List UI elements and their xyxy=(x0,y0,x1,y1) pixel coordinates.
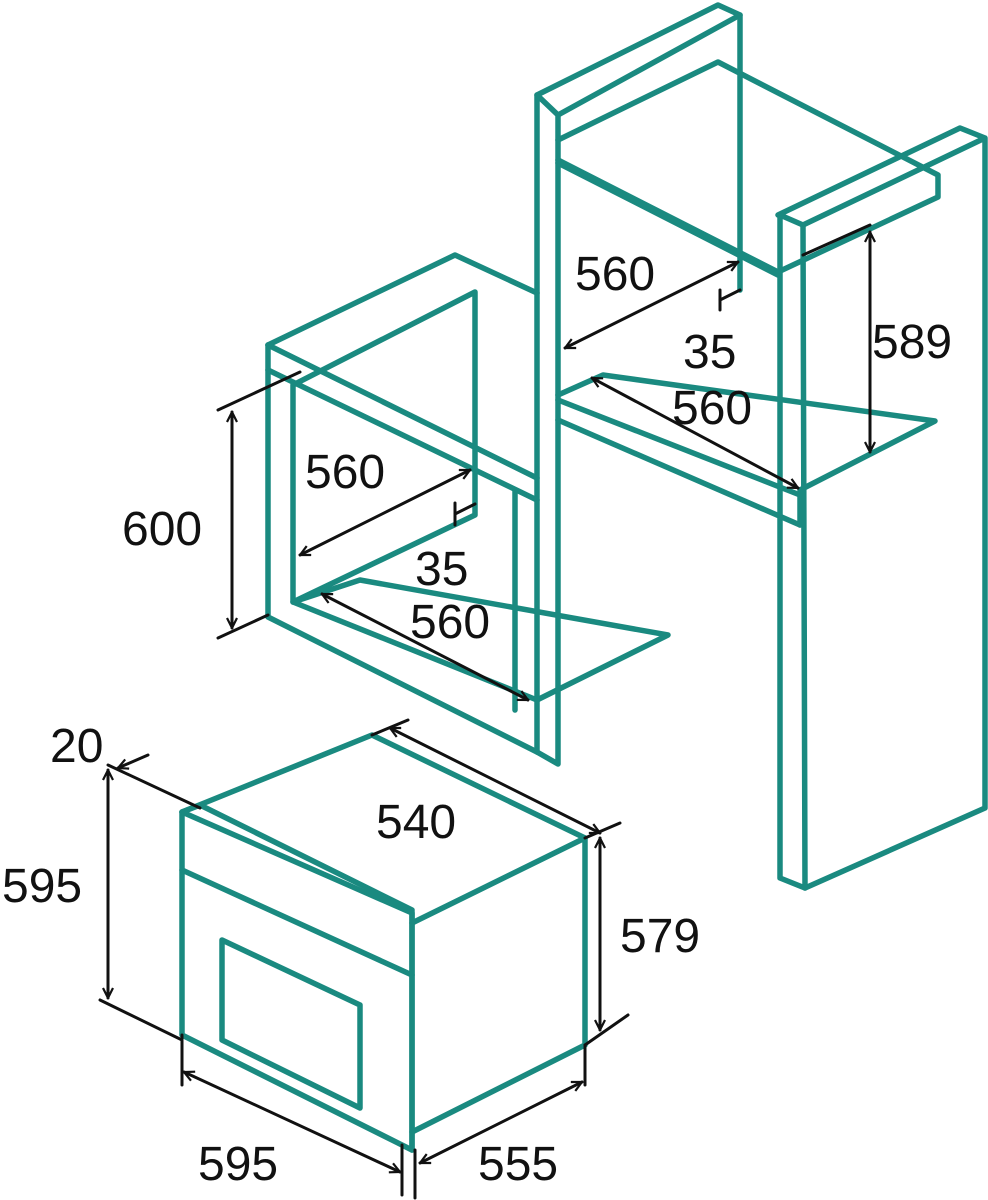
oven-body-height-label: 579 xyxy=(620,910,700,963)
oven-height-ext-bottom xyxy=(98,998,184,1042)
wall-niche-width-label: 560 xyxy=(305,446,385,499)
dimension-lines xyxy=(98,223,872,1200)
column-upper-box-edge xyxy=(555,160,781,278)
column-niche-height-ext-top xyxy=(801,223,872,257)
wall-niche-gap-label: 35 xyxy=(415,543,468,596)
wall-cabinet xyxy=(265,252,671,755)
oven-control-strip xyxy=(179,867,415,978)
wall-niche-opening xyxy=(290,289,478,605)
wall-niche-top-edge xyxy=(265,367,540,503)
dimension-labels: 560 35 560 589 560 600 35 560 20 540 595… xyxy=(2,248,952,1191)
column-side-panel-edge xyxy=(800,222,808,891)
column-niche-height-label: 589 xyxy=(872,316,952,369)
oven-thickness-arrow xyxy=(118,753,150,768)
wall-cabinet-top xyxy=(265,252,540,348)
column-left-post xyxy=(534,92,561,767)
oven-top-depth-arrow xyxy=(390,726,600,835)
oven-thickness-label: 20 xyxy=(50,720,103,773)
column-niche-width-label: 560 xyxy=(575,248,655,301)
oven-body-height-ext-bottom xyxy=(583,1013,630,1047)
oven-width-label: 595 xyxy=(198,1138,278,1191)
wall-niche-height-label: 600 xyxy=(122,503,202,556)
oven-thickness-ext xyxy=(106,763,202,810)
oven-body-side xyxy=(409,835,588,1135)
oven-height-label: 595 xyxy=(2,860,82,913)
wall-niche-gap-tick-2 xyxy=(453,502,477,516)
column-niche-gap-label: 35 xyxy=(683,326,736,379)
column-side-panel xyxy=(775,125,988,891)
wall-niche-width-arrow xyxy=(300,468,470,557)
column-niche-depth-label: 560 xyxy=(672,382,752,435)
wall-niche-height-ext-bottom xyxy=(216,613,270,640)
wall-cabinet-front xyxy=(265,342,540,755)
oven-front-rim xyxy=(179,802,415,1153)
oven-depth-label: 555 xyxy=(478,1138,558,1191)
wall-niche-height-ext-top xyxy=(216,370,302,412)
column-niche-width-arrow xyxy=(565,260,738,350)
column-top-rail xyxy=(534,2,743,118)
oven-depth-arrow xyxy=(420,1080,582,1165)
oven-front-face xyxy=(179,809,415,1153)
column-niche-gap-tick-2 xyxy=(718,288,742,302)
wall-niche-depth-label: 560 xyxy=(410,596,490,649)
wall-niche-depth-arrow xyxy=(322,592,528,702)
column-shelf-front-2 xyxy=(555,417,803,528)
oven-width-arrow xyxy=(184,1070,400,1174)
oven-top-depth-ext-2 xyxy=(583,821,622,840)
wall-cabinet-top-front xyxy=(265,342,540,481)
oven-door-window xyxy=(219,937,363,1111)
column-cabinet xyxy=(534,2,988,891)
column-niche-depth-arrow xyxy=(592,376,798,490)
oven-top-depth-label: 540 xyxy=(376,796,456,849)
